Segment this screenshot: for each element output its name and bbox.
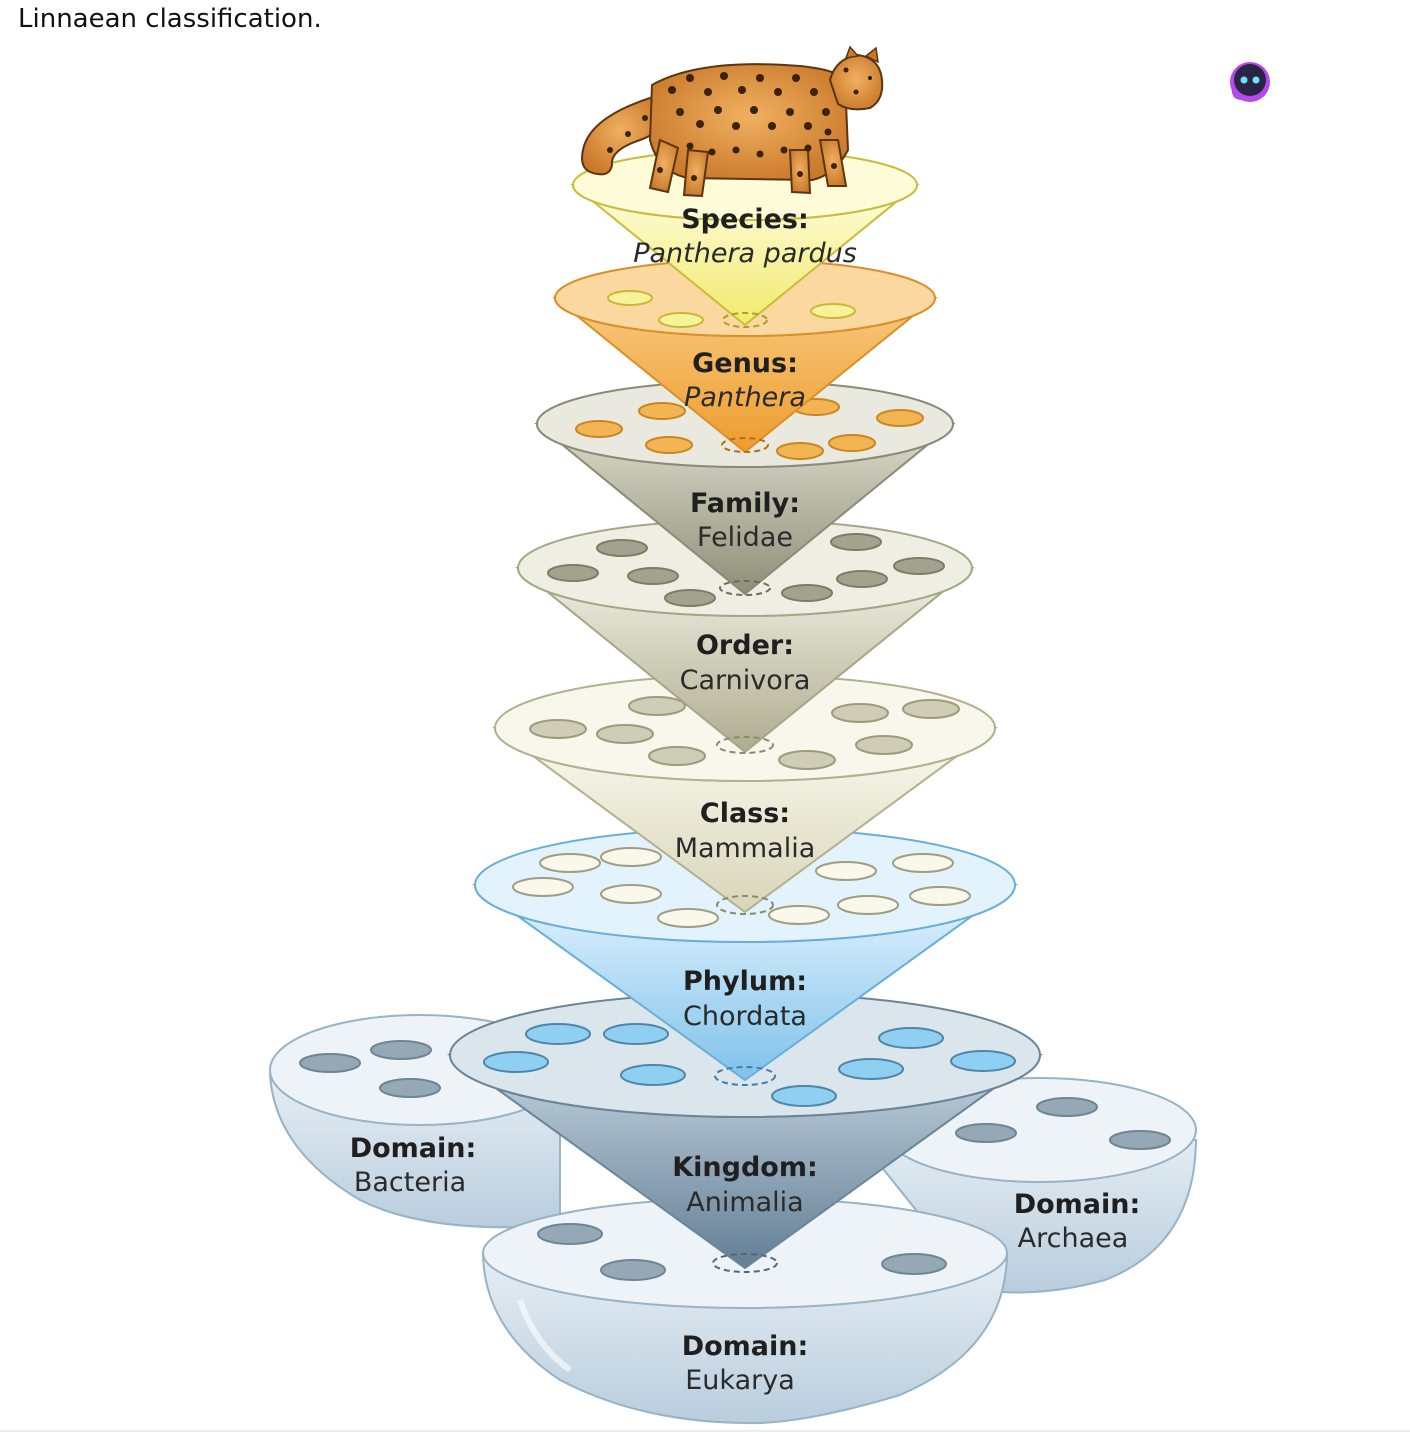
domain-archaea-rank-label: Domain: [1014, 1189, 1141, 1220]
domain-eukarya-rank-label: Domain: [682, 1331, 809, 1362]
family-name-label: Felidae [697, 522, 793, 553]
species-rank-label: Species: [681, 204, 809, 235]
kingdom-name-label: Animalia [686, 1187, 803, 1218]
assistant-bot-icon[interactable] [1228, 60, 1272, 104]
genus-name-label: Panthera [684, 382, 806, 413]
page-bottom-divider [0, 1430, 1410, 1432]
class-rank-label: Class: [700, 798, 790, 829]
class-name-label: Mammalia [675, 833, 816, 864]
order-name-label: Carnivora [680, 665, 811, 696]
phylum-rank-label: Phylum: [683, 966, 807, 997]
domain-archaea-name-label: Archaea [1018, 1223, 1129, 1254]
genus-rank-label: Genus: [692, 348, 798, 379]
kingdom-rank-label: Kingdom: [672, 1152, 818, 1183]
domain-eukarya-name-label: Eukarya [685, 1365, 795, 1396]
species-name-label: Panthera pardus [633, 238, 857, 269]
family-rank-label: Family: [690, 488, 800, 519]
phylum-name-label: Chordata [683, 1001, 807, 1032]
order-rank-label: Order: [696, 630, 794, 661]
domain-bacteria-rank-label: Domain: [350, 1133, 477, 1164]
domain-bacteria-name-label: Bacteria [354, 1167, 466, 1198]
